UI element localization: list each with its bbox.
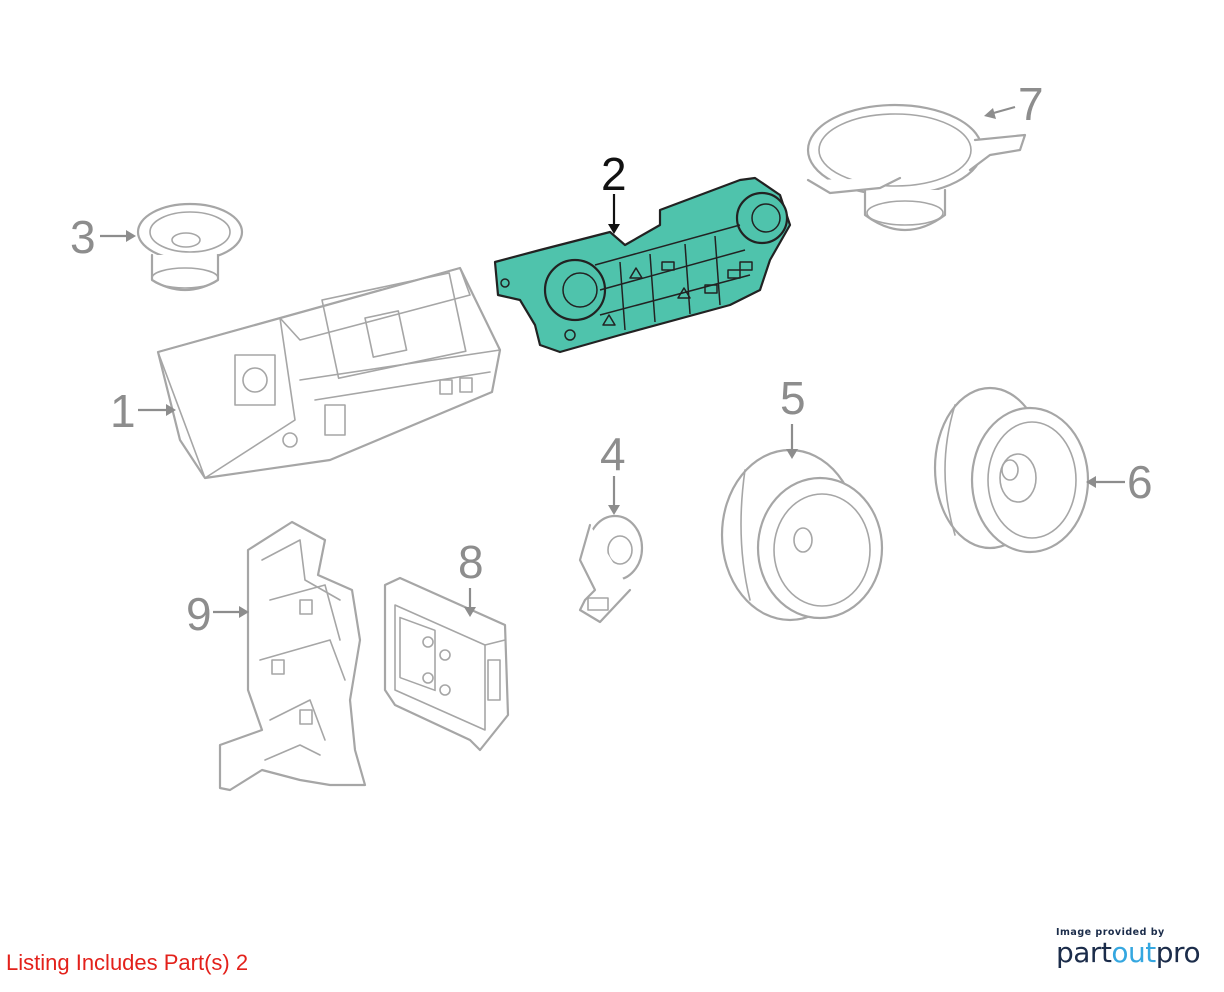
part-7-speaker-with-bracket[interactable] [806, 103, 1027, 232]
logo-text-pro: pro [1155, 936, 1201, 969]
partoutpro-logo[interactable]: partoutpro [1056, 938, 1216, 968]
logo-text-out: out [1111, 936, 1156, 969]
leader-arrow-2 [608, 194, 620, 234]
leader-arrow-8 [464, 588, 476, 617]
leader-arrow-1 [138, 404, 176, 416]
part-5-door-speaker[interactable] [720, 448, 884, 622]
callout-4: 4 [600, 428, 626, 480]
part-4-horn[interactable] [578, 514, 644, 624]
part-9-mounting-bracket[interactable] [218, 520, 367, 792]
callout-1: 1 [110, 385, 136, 437]
callout-9: 9 [186, 588, 212, 640]
listing-includes-note: Listing Includes Part(s) 2 [6, 950, 249, 975]
callout-6: 6 [1127, 456, 1153, 508]
leader-arrow-9 [213, 606, 249, 618]
credit-caption: Image provided by [1056, 927, 1165, 938]
leader-arrow-4 [608, 476, 620, 515]
callout-5: 5 [780, 372, 806, 424]
logo-text-part: part [1056, 936, 1112, 969]
part-6-door-speaker[interactable] [933, 386, 1090, 554]
callout-8: 8 [458, 536, 484, 588]
part-8-control-module[interactable] [383, 576, 510, 752]
part-3-tweeter[interactable] [136, 202, 244, 291]
leader-arrow-7 [984, 105, 1016, 119]
part-1-radio-receiver[interactable] [156, 266, 502, 480]
callout-7: 7 [1018, 78, 1044, 130]
leader-arrow-3 [100, 230, 136, 242]
callout-2: 2 [601, 148, 627, 200]
leader-arrow-5 [786, 424, 798, 459]
image-credit: Image provided by partoutpro [1056, 927, 1216, 968]
callout-3: 3 [70, 211, 96, 263]
part-2-control-panel[interactable] [493, 176, 792, 354]
leader-arrow-6 [1086, 476, 1125, 488]
